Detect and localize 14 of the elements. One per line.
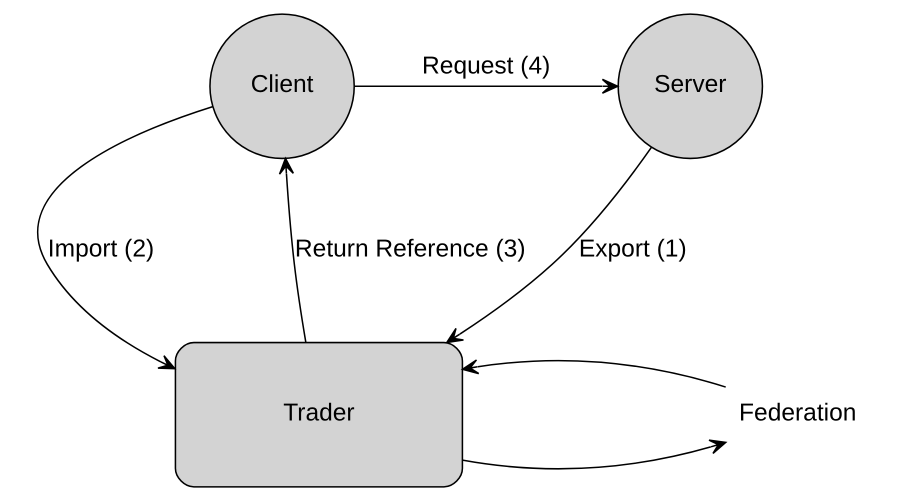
edge-label: Import (2) xyxy=(47,235,154,262)
node-circle: Server xyxy=(616,13,763,160)
node-circle: Client xyxy=(208,13,354,160)
edge-label: Request (4) xyxy=(422,52,550,80)
node-box: Trader xyxy=(174,342,463,488)
arrow xyxy=(278,158,306,342)
arrow xyxy=(446,146,652,344)
edge-label: Export (1) xyxy=(578,235,686,262)
arrow xyxy=(36,106,213,370)
arrow xyxy=(354,78,618,94)
node-text: Federation xyxy=(738,400,856,427)
arrow xyxy=(462,439,726,470)
edge-label: Return Reference (3) xyxy=(294,235,526,262)
arrow xyxy=(461,359,726,388)
